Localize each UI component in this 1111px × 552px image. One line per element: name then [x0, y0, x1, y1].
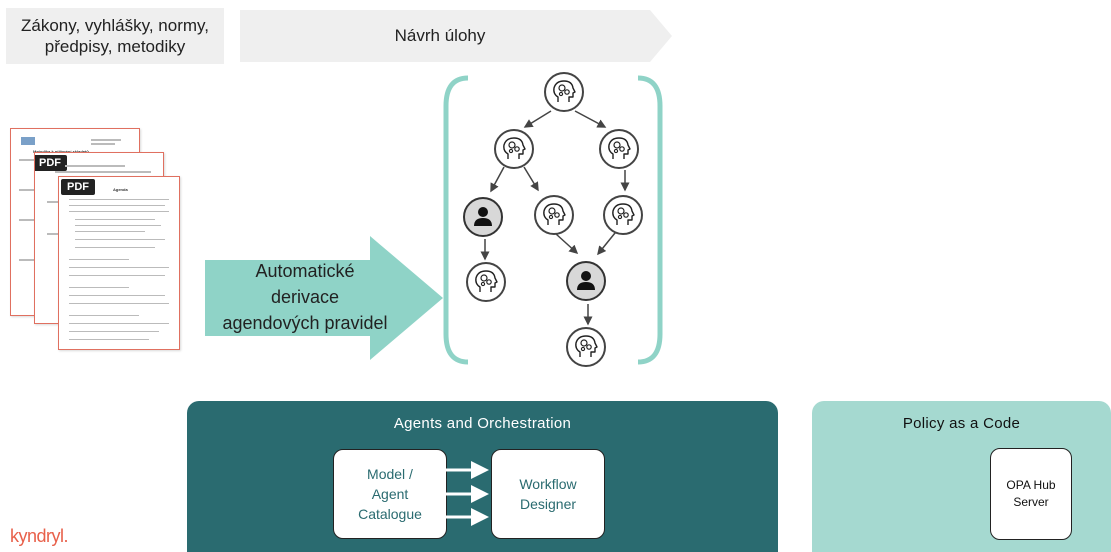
agent-node [534, 195, 574, 235]
agent-node [566, 327, 606, 367]
derivation-arrow: Automatické derivace agendových pravidel [205, 236, 443, 360]
person-icon [474, 207, 492, 226]
arrow-label-line2: derivace [270, 287, 340, 307]
pdf-badge: PDF [35, 155, 67, 171]
document-page-3: PDF Agenda [58, 176, 180, 350]
workflow-designer-box[interactable]: Workflow Designer [491, 449, 605, 539]
sources-text: Zákony, vyhlášky, normy, předpisy, metod… [21, 16, 209, 56]
human-node [566, 261, 606, 301]
agent-node [603, 195, 643, 235]
head-gears-icon [475, 270, 498, 292]
agent-node [544, 72, 584, 112]
task-proposal-banner: Návrh úlohy [240, 10, 672, 62]
head-gears-icon [575, 335, 598, 357]
doc-logo-icon [21, 137, 35, 145]
person-icon [577, 271, 595, 290]
proposal-label: Návrh úlohy [394, 26, 486, 45]
agent-node [494, 129, 534, 169]
head-gears-icon [553, 80, 576, 102]
head-gears-icon [608, 137, 631, 159]
arrow-shape [205, 236, 443, 360]
agents-panel-title: Agents and Orchestration [393, 415, 572, 432]
agents-orchestration-panel: Agents and Orchestration Model / Agent C… [187, 401, 778, 552]
graph-edges [443, 75, 663, 365]
model-agent-catalogue-box[interactable]: Model / Agent Catalogue [333, 449, 447, 539]
document-stack: Metodika k přijímání skladatů PDF PDF Ag… [10, 128, 190, 350]
designer-label: Workflow Designer [519, 476, 577, 512]
catalogue-label: Model / Agent Catalogue [358, 466, 422, 522]
agent-graph [438, 66, 668, 367]
opa-hub-server-box[interactable]: OPA Hub Server [990, 448, 1072, 540]
pdf-badge: PDF [61, 179, 95, 195]
arrow-label-line1: Automatické [255, 261, 355, 281]
opa-label: OPA Hub Server [1006, 478, 1056, 509]
head-gears-icon [503, 137, 526, 159]
policy-panel-title: Policy as a Code [902, 415, 1021, 432]
head-gears-icon [543, 203, 566, 225]
arrow-label: Automatické derivace agendových pravidel [205, 258, 405, 336]
sources-label: Zákony, vyhlášky, normy, předpisy, metod… [6, 8, 224, 64]
doc-title: Metodika k přijímání skladatů [33, 149, 89, 154]
kyndryl-logo: kyndryl. [10, 526, 69, 546]
arrow-label-line3: agendových pravidel [222, 313, 388, 333]
left-bracket [443, 75, 469, 365]
policy-as-code-panel: Policy as a Code OPA Hub Server [812, 401, 1111, 552]
human-node [463, 197, 503, 237]
banner-arrow-shape [240, 10, 672, 62]
right-bracket [637, 75, 663, 365]
doc-title: Agenda [113, 187, 128, 192]
catalogue-to-designer-arrows [445, 461, 489, 526]
agent-node [466, 262, 506, 302]
agent-node [599, 129, 639, 169]
head-gears-icon [612, 203, 635, 225]
